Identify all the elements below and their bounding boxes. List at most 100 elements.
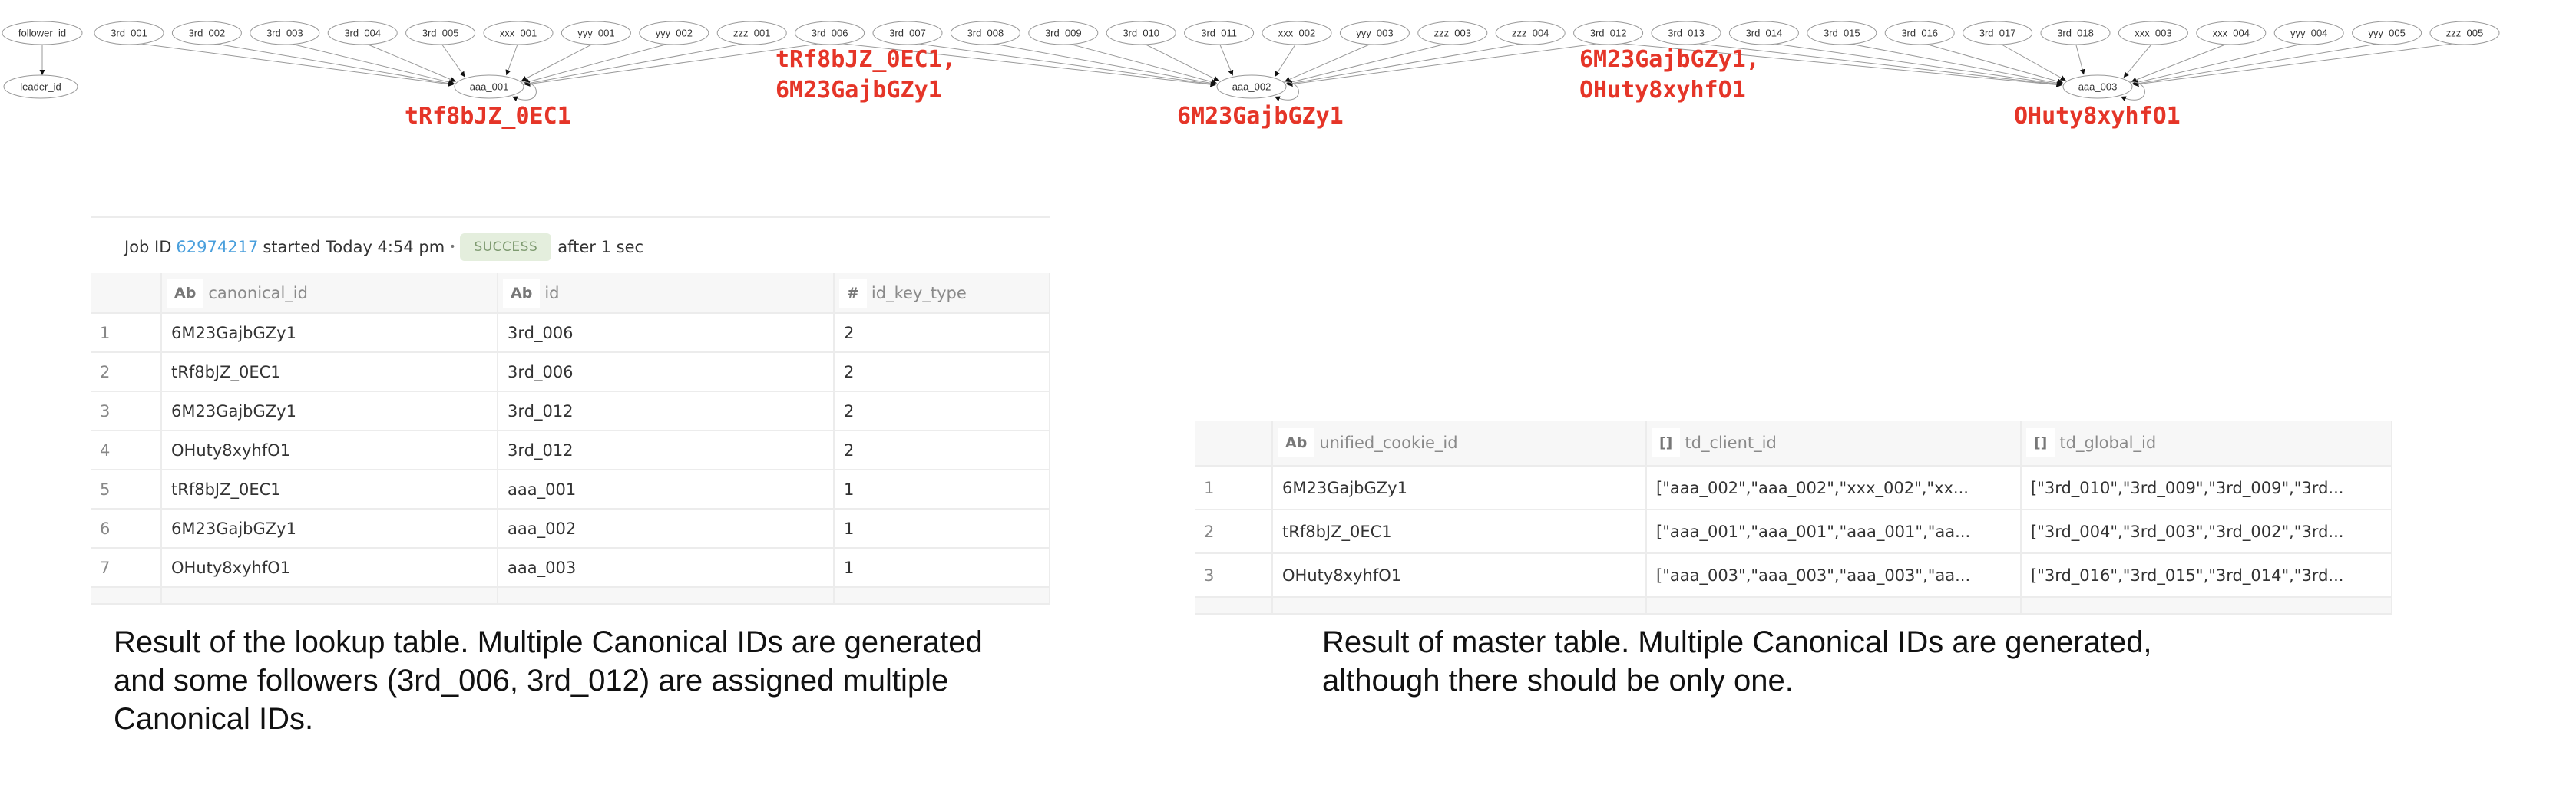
cell-id-key-type[interactable]: 2 — [834, 391, 1050, 431]
graph-node: xxx_004 — [2196, 21, 2267, 45]
svg-text:3rd_004: 3rd_004 — [344, 28, 381, 39]
graph-edge — [362, 41, 456, 82]
graph-edge — [1140, 41, 1219, 82]
graph-node: 3rd_005 — [405, 21, 476, 45]
graph-node: 3rd_014 — [1728, 21, 1799, 45]
svg-text:3rd_007: 3rd_007 — [889, 28, 926, 39]
graph-node: 3rd_011 — [1184, 21, 1255, 45]
svg-text:3rd_017: 3rd_017 — [1979, 28, 2016, 39]
graph-node: zzz_004 — [1495, 21, 1566, 45]
cell-td-client-id[interactable]: ["aaa_003","aaa_003","aaa_003","aa... — [1646, 553, 2022, 598]
cell-id[interactable]: 3rd_012 — [498, 430, 835, 470]
row-index: 2 — [91, 352, 162, 392]
svg-text:3rd_003: 3rd_003 — [266, 28, 303, 39]
svg-text:3rd_018: 3rd_018 — [2057, 28, 2094, 39]
cell-td-client-id[interactable]: ["aaa_002","aaa_002","xxx_002","xx... — [1646, 466, 2022, 510]
cell-unified-cookie-id[interactable]: tRf8bJZ_0EC1 — [1272, 510, 1647, 554]
lookup-result-panel: Job ID 62974217 started Today 4:54 pm • … — [91, 216, 1050, 605]
svg-text:aaa_001: aaa_001 — [470, 81, 509, 93]
graph-edge — [1287, 41, 1609, 87]
master-caption: Result of master table. Multiple Canonic… — [1322, 625, 2152, 698]
cell-id-key-type[interactable]: 1 — [834, 470, 1050, 510]
graph-edge — [1841, 41, 2063, 86]
graph-node: 3rd_015 — [1807, 21, 1877, 45]
row-index: 3 — [1195, 553, 1273, 598]
graph-edge — [1608, 41, 2062, 87]
footer-cell — [1272, 597, 1647, 615]
graph-edge — [524, 41, 830, 87]
graph-edge — [440, 41, 465, 78]
annotation-shared-3rd-006: tRf8bJZ_0EC1, 6M23GajbGZy1 — [775, 46, 956, 104]
column-header-td-global-id[interactable]: []td_global_id — [2021, 421, 2392, 467]
graph-node: zzz_003 — [1417, 21, 1488, 45]
annotation-aaa-002: 6M23GajbGZy1 — [1177, 103, 1344, 130]
job-id-link[interactable]: 62974217 — [176, 238, 259, 256]
cell-canonical-id[interactable]: tRf8bJZ_0EC1 — [161, 470, 498, 510]
footer-cell — [1195, 597, 1273, 615]
cell-id-key-type[interactable]: 2 — [834, 313, 1050, 353]
cell-td-global-id[interactable]: ["3rd_004","3rd_003","3rd_002","3rd... — [2021, 510, 2392, 554]
graph-edge — [1685, 41, 2062, 87]
cell-td-client-id[interactable]: ["aaa_001","aaa_001","aaa_001","aa... — [1646, 510, 2022, 554]
cell-canonical-id[interactable]: 6M23GajbGZy1 — [161, 509, 498, 549]
svg-text:zzz_001: zzz_001 — [733, 28, 770, 39]
cell-id[interactable]: aaa_001 — [498, 470, 835, 510]
svg-text:xxx_001: xxx_001 — [500, 28, 537, 39]
graph-node: yyy_004 — [2273, 21, 2344, 45]
cell-id[interactable]: aaa_003 — [498, 548, 835, 588]
cell-unified-cookie-id[interactable]: 6M23GajbGZy1 — [1272, 466, 1647, 510]
graph-edge — [1219, 41, 1234, 76]
cell-td-global-id[interactable]: ["3rd_010","3rd_009","3rd_009","3rd... — [2021, 466, 2392, 510]
cell-id[interactable]: 3rd_006 — [498, 313, 835, 353]
graph-node: zzz_005 — [2429, 21, 2500, 45]
job-duration-text: after 1 sec — [557, 238, 644, 256]
cell-canonical-id[interactable]: 6M23GajbGZy1 — [161, 391, 498, 431]
svg-text:3rd_006: 3rd_006 — [812, 28, 848, 39]
graph-edges — [39, 41, 2465, 101]
cell-id-key-type[interactable]: 1 — [834, 548, 1050, 588]
job-started-text: started Today 4:54 pm — [263, 238, 445, 256]
svg-text:aaa_002: aaa_002 — [1232, 81, 1271, 93]
svg-text:3rd_012: 3rd_012 — [1590, 28, 1627, 39]
graph-edge — [2132, 41, 2310, 85]
row-index: 6 — [91, 509, 162, 549]
cell-unified-cookie-id[interactable]: OHuty8xyhfO1 — [1272, 553, 1647, 598]
cell-id[interactable]: 3rd_012 — [498, 391, 835, 431]
svg-text:xxx_003: xxx_003 — [2135, 28, 2171, 39]
graph-node: 3rd_017 — [1963, 21, 2033, 45]
cell-canonical-id[interactable]: OHuty8xyhfO1 — [161, 430, 498, 470]
cell-id-key-type[interactable]: 1 — [834, 509, 1050, 549]
graph-node: 3rd_016 — [1884, 21, 1955, 45]
cell-canonical-id[interactable]: 6M23GajbGZy1 — [161, 313, 498, 353]
string-type-icon: Ab — [167, 278, 204, 308]
svg-text:zzz_004: zzz_004 — [1512, 28, 1549, 39]
graph-edge — [524, 41, 752, 86]
job-status-line: Job ID 62974217 started Today 4:54 pm • … — [124, 232, 643, 262]
footer-cell — [161, 587, 498, 605]
cell-id[interactable]: aaa_002 — [498, 509, 835, 549]
column-header-id-key-type[interactable]: #id_key_type — [834, 273, 1050, 314]
graph-edge — [907, 41, 1216, 87]
column-header-td-client-id[interactable]: []td_client_id — [1646, 421, 2022, 467]
cell-id[interactable]: 3rd_006 — [498, 352, 835, 392]
cell-id-key-type[interactable]: 2 — [834, 430, 1050, 470]
cell-id-key-type[interactable]: 2 — [834, 352, 1050, 392]
cell-canonical-id[interactable]: tRf8bJZ_0EC1 — [161, 352, 498, 392]
cell-canonical-id[interactable]: OHuty8xyhfO1 — [161, 548, 498, 588]
cell-td-global-id[interactable]: ["3rd_016","3rd_015","3rd_014","3rd... — [2021, 553, 2392, 598]
row-index-header — [1195, 421, 1273, 467]
